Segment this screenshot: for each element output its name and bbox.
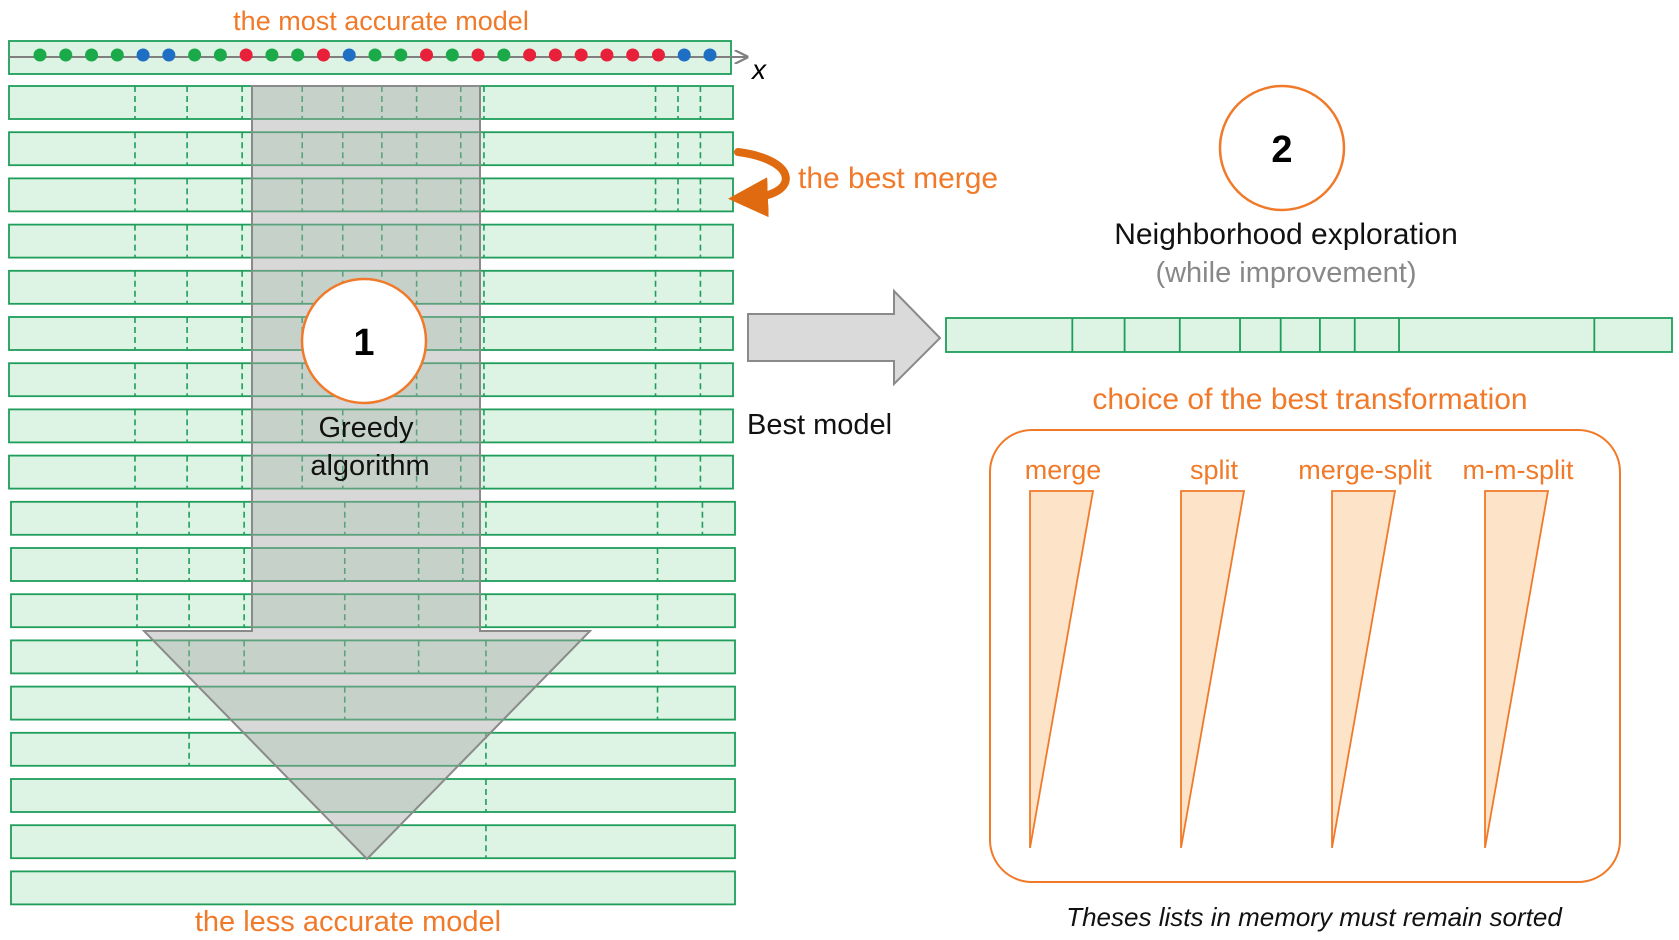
model-row-bar [10, 685, 736, 721]
observation-dot [316, 48, 330, 62]
observation-dot [33, 48, 47, 62]
observation-dot [136, 48, 150, 62]
model-row [8, 85, 734, 120]
sorted-list-wedge [1331, 490, 1397, 849]
greedy-arrow [141, 85, 593, 861]
observation-dot [523, 48, 537, 62]
observation-dot [651, 48, 665, 62]
model-row-bar [8, 131, 734, 167]
model-row [8, 454, 734, 490]
step1-label-line1: Greedy [318, 412, 414, 444]
model-row-bar [10, 593, 736, 629]
memory-note: Theses lists in memory must remain sorte… [1066, 902, 1563, 932]
model-row [10, 685, 736, 721]
observation-dot [265, 48, 279, 62]
model-row-bar [10, 500, 736, 536]
observation-dot [342, 48, 356, 62]
model-rows [8, 85, 736, 906]
axis-label: x [750, 54, 767, 85]
model-row-bar [8, 223, 734, 259]
observation-dot [677, 48, 691, 62]
transformations-box [989, 429, 1621, 883]
best-model-bar [945, 317, 1673, 353]
observation-dot [703, 48, 717, 62]
observation-dot [626, 48, 640, 62]
model-row-bar [10, 731, 736, 767]
transformation-label: merge-split [1298, 455, 1432, 485]
observation-dot [213, 48, 227, 62]
step2-number: 2 [1271, 129, 1292, 171]
step1-number: 1 [353, 322, 374, 364]
model-row [10, 639, 736, 675]
step2-title: Neighborhood exploration [1114, 218, 1458, 251]
transformation-lists: merge split merge-split m-m-split [1025, 455, 1574, 849]
model-row-bar [8, 85, 734, 120]
model-row [8, 131, 734, 167]
transformation-label: m-m-split [1463, 455, 1574, 485]
observation-dot [445, 48, 459, 62]
model-row [10, 870, 736, 906]
sorted-list-wedge [1029, 490, 1095, 849]
model-row-bar [10, 778, 736, 813]
observation-dot [291, 48, 305, 62]
observation-dot [548, 48, 562, 62]
choice-title: choice of the best transformation [1092, 383, 1527, 416]
best-model-label: Best model [747, 409, 892, 441]
model-row-bar [10, 870, 736, 906]
model-row-bar [8, 177, 734, 213]
observation-dot [574, 48, 588, 62]
step1-circle [300, 277, 428, 405]
model-row [8, 177, 734, 213]
best-merge-label: the best merge [798, 162, 998, 195]
model-row-bar [10, 639, 736, 675]
observation-dot [110, 48, 124, 62]
model-row [10, 731, 736, 767]
best-model-arrow [747, 288, 942, 387]
observation-dot [420, 48, 434, 62]
model-row-bar [8, 408, 734, 444]
observation-dot [85, 48, 99, 62]
step2-subtitle: (while improvement) [1155, 257, 1416, 289]
model-row [10, 778, 736, 813]
observation-dot [600, 48, 614, 62]
model-row [8, 223, 734, 259]
observation-dots [33, 48, 717, 62]
model-row [8, 408, 734, 444]
model-row [10, 593, 736, 629]
step2-circle [1218, 84, 1346, 212]
observation-dot [59, 48, 73, 62]
top-title: the most accurate model [233, 6, 529, 36]
model-row [10, 500, 736, 536]
observation-dot [162, 48, 176, 62]
transformation-label: merge [1025, 455, 1102, 485]
observation-dot [368, 48, 382, 62]
model-row [10, 547, 736, 582]
observation-dot [497, 48, 511, 62]
sorted-list-wedge [1484, 490, 1550, 849]
step1-label-line2: algorithm [310, 450, 429, 482]
transformation-label: split [1190, 455, 1239, 485]
best-merge-arrow [728, 148, 790, 218]
model-row-bar [10, 547, 736, 582]
observation-dot [239, 48, 253, 62]
sorted-list-wedge [1180, 490, 1246, 849]
observation-dot [394, 48, 408, 62]
bottom-title: the less accurate model [195, 906, 501, 938]
model-row-bar [8, 454, 734, 490]
observation-dot [471, 48, 485, 62]
best-model-rect [945, 317, 1673, 353]
observation-dot [188, 48, 202, 62]
